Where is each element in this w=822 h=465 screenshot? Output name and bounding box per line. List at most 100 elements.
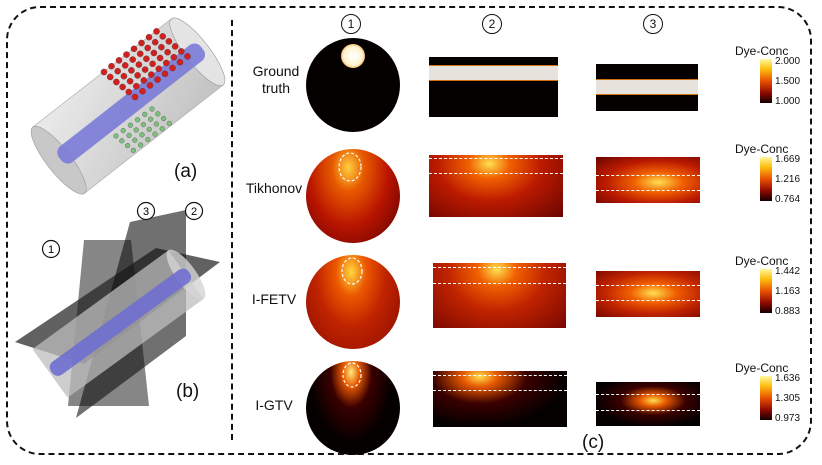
- electrode-dot: [184, 53, 191, 60]
- electrode-dot: [131, 93, 139, 101]
- electrode-dot: [115, 57, 123, 64]
- electrode-dot: [155, 65, 163, 73]
- colorbar-max-tikhonov: 1.669: [775, 154, 801, 165]
- colorbar-igtv: [760, 376, 772, 420]
- plane-number-1: 1: [48, 244, 54, 256]
- electrode-dot: [145, 33, 153, 41]
- colorbar-ground-truth: [760, 59, 772, 103]
- electrode-dot: [158, 43, 165, 51]
- electrode-dot: [100, 68, 108, 76]
- electrode-dot: [120, 72, 128, 80]
- plane-number-2: 2: [191, 206, 197, 218]
- electrode-dot: [150, 49, 158, 57]
- electrode-dot: [146, 126, 152, 132]
- electrode-dot: [159, 126, 165, 132]
- cylinder-illustration-a: [30, 17, 226, 195]
- electrode-dot: [148, 116, 154, 122]
- colorbar-tikhonov: [760, 157, 772, 201]
- electrode-dot: [119, 138, 125, 144]
- electrode-dot: [113, 133, 119, 139]
- slice-1-igtv: [306, 361, 400, 455]
- colorbar-max-ground-truth: 2.000: [775, 56, 801, 67]
- colorbar-mid-igtv: 1.305: [775, 393, 801, 404]
- electrode-dot: [149, 60, 156, 68]
- slice-2-tikhonov: [429, 155, 563, 217]
- panel-separator: [231, 20, 233, 440]
- electrode-dot: [144, 44, 151, 52]
- electrode-dot: [126, 77, 134, 85]
- electrodes-green: [113, 106, 172, 153]
- electrode-dot: [159, 33, 166, 40]
- electrode-dot: [161, 116, 167, 122]
- electrodes-red: [100, 28, 191, 101]
- panel-label-c: (c): [582, 432, 605, 453]
- electrode-dot: [135, 61, 143, 68]
- electrode-dot: [143, 55, 150, 63]
- column-number-3: 3: [643, 14, 663, 34]
- electrode-dot: [140, 77, 148, 84]
- electrode-dot: [156, 54, 164, 62]
- electrode-dot: [125, 88, 133, 96]
- colorbar-min-tikhonov: 0.764: [775, 194, 801, 205]
- column-number-1: 1: [341, 14, 361, 34]
- electrode-dot: [134, 72, 141, 79]
- electrode-dot: [139, 132, 145, 138]
- electrode-dot: [129, 56, 136, 63]
- electrode-dot: [161, 70, 169, 78]
- electrode-dot: [113, 78, 120, 86]
- panel-label-b: (b): [176, 381, 200, 402]
- electrode-dot: [178, 48, 185, 55]
- electrode-dot: [151, 38, 159, 46]
- slice-3-igtv: [596, 382, 700, 426]
- electrode-dot: [142, 111, 148, 117]
- electrode-dot: [141, 66, 149, 73]
- electrode-dot: [140, 122, 146, 128]
- electrode-dot: [154, 76, 161, 83]
- colorbar-mid-ground-truth: 1.500: [775, 76, 801, 87]
- slice-3-ifetv: [596, 271, 700, 317]
- colorbar-max-ifetv: 1.442: [775, 266, 801, 277]
- electrode-dot: [163, 59, 170, 67]
- colorbar-min-ifetv: 0.883: [775, 306, 801, 317]
- electrode-dot: [130, 45, 138, 53]
- electrode-dot: [170, 53, 178, 61]
- colorbar-title-ground-truth: Dye-Conc: [735, 44, 789, 58]
- colorbar-title-igtv: Dye-Conc: [735, 361, 789, 375]
- colorbar-min-ground-truth: 1.000: [775, 96, 801, 107]
- electrode-dot: [153, 121, 159, 127]
- electrode-dot: [121, 62, 129, 69]
- slice-2-ground-truth: [429, 57, 558, 117]
- electrode-dot: [148, 71, 155, 78]
- figure-frame: [6, 6, 812, 455]
- colorbar-title-tikhonov: Dye-Conc: [735, 142, 789, 156]
- electrode-dot: [169, 64, 176, 72]
- cutting-planes-illustration-b: 1 3 2: [15, 201, 220, 418]
- electrode-dot: [132, 137, 138, 143]
- electrode-dot: [126, 132, 132, 138]
- panel-label-a: (a): [174, 161, 198, 182]
- electrode-dot: [164, 48, 171, 56]
- slice-1-ground-truth: [306, 38, 400, 132]
- electrode-dot: [145, 137, 151, 143]
- row-label-text: Ground truth: [252, 63, 300, 96]
- electrode-dot: [138, 142, 144, 148]
- electrode-dot: [139, 87, 146, 95]
- colorbar-min-igtv: 0.973: [775, 413, 801, 424]
- slice-1-tikhonov: [306, 149, 400, 243]
- electrode-dot: [146, 82, 154, 89]
- electrode-dot: [120, 128, 126, 134]
- electrode-dot: [138, 39, 145, 47]
- electrode-dot: [136, 50, 144, 58]
- electrode-dot: [108, 62, 115, 70]
- colorbar-max-igtv: 1.636: [775, 373, 801, 384]
- colorbar-title-ifetv: Dye-Conc: [735, 254, 789, 268]
- electrode-dot: [127, 122, 133, 128]
- electrode-dot: [123, 51, 130, 58]
- row-label-tikhonov: Tikhonov: [245, 180, 303, 196]
- slice-3-ground-truth: [596, 64, 698, 111]
- slice-3-tikhonov: [596, 157, 700, 203]
- colorbar-mid-tikhonov: 1.216: [775, 174, 801, 185]
- colorbar-mid-ifetv: 1.163: [775, 286, 801, 297]
- electrode-dot: [166, 120, 172, 126]
- slice-2-igtv: [433, 371, 567, 427]
